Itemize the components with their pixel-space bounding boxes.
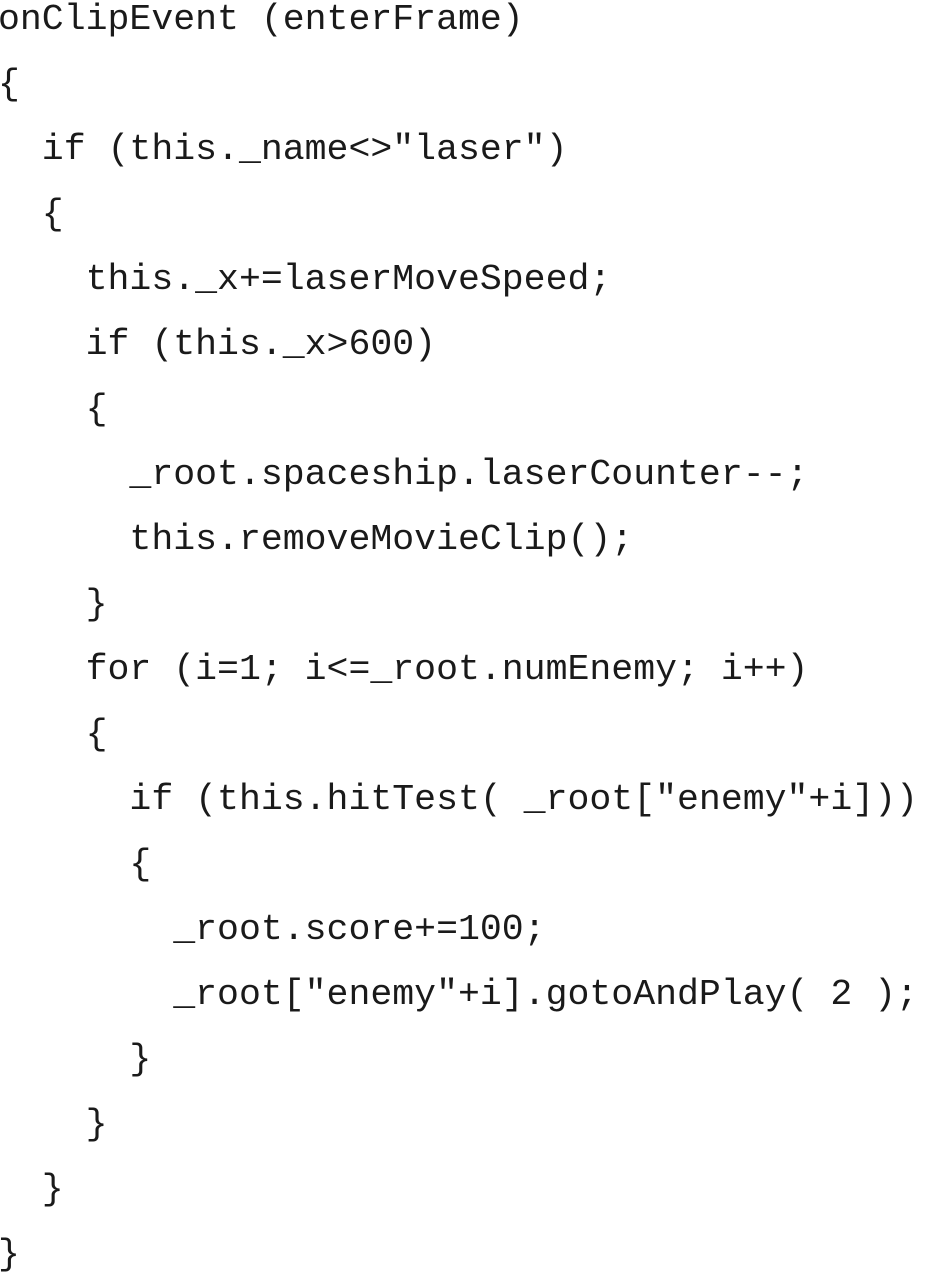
code-line: if (this._x>600): [0, 324, 437, 365]
code-line: this.removeMovieClip();: [0, 519, 634, 560]
code-line: {: [0, 194, 64, 235]
code-line: if (this._name<>"laser"): [0, 129, 568, 170]
code-line: }: [0, 1169, 64, 1210]
code-line: }: [0, 1039, 152, 1080]
code-line: _root.score+=100;: [0, 909, 546, 950]
code-line: _root["enemy"+i].gotoAndPlay( 2 );: [0, 974, 918, 1015]
code-line: }: [0, 584, 108, 625]
code-line: this._x+=laserMoveSpeed;: [0, 259, 612, 300]
code-line: {: [0, 714, 108, 755]
code-line: _root.spaceship.laserCounter--;: [0, 454, 809, 495]
code-line: {: [0, 64, 20, 105]
code-line: }: [0, 1234, 20, 1275]
code-line: }: [0, 1104, 108, 1145]
code-line: if (this.hitTest( _root["enemy"+i])): [0, 779, 918, 820]
code-line: {: [0, 389, 108, 430]
code-line: {: [0, 844, 152, 885]
code-line: for (i=1; i<=_root.numEnemy; i++): [0, 649, 809, 690]
code-line: onClipEvent (enterFrame): [0, 0, 524, 40]
